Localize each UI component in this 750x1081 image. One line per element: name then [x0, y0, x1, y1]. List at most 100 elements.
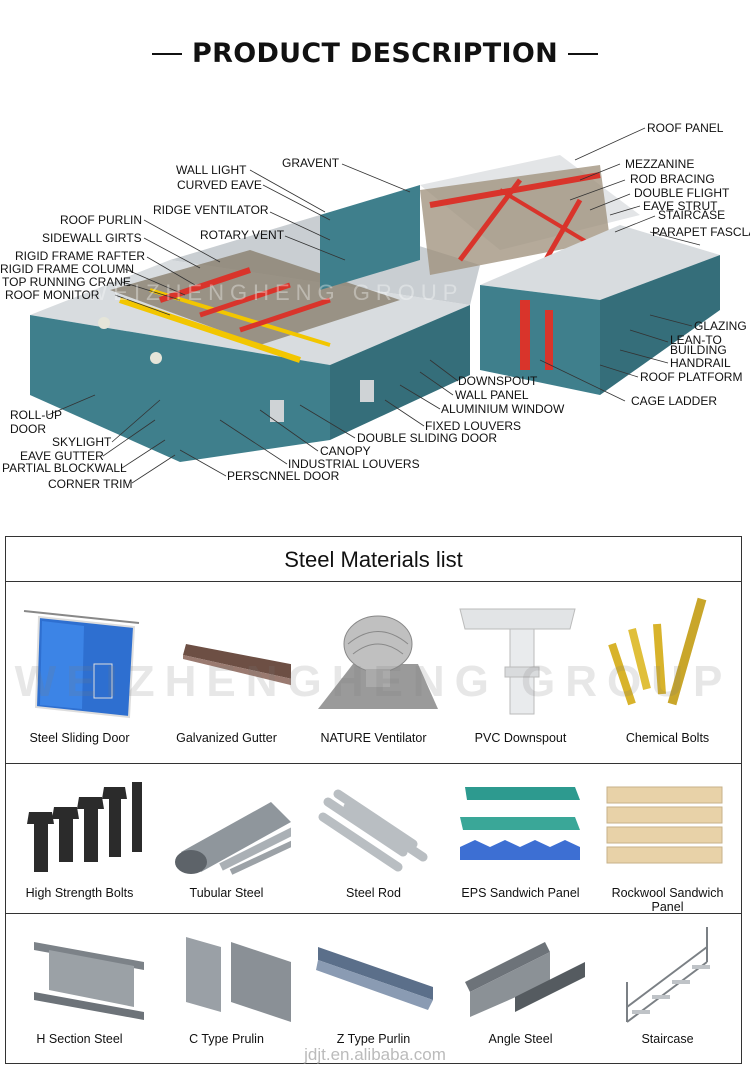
label-building: BUILDING — [670, 343, 727, 357]
material-cell: Steel Rod — [300, 764, 447, 913]
label-roof-platform: ROOF PLATFORM — [640, 370, 742, 384]
label-roll-up: ROLL-UP — [10, 408, 62, 422]
material-cell: Chemical Bolts — [594, 581, 741, 763]
label-double-sliding-door: DOUBLE SLIDING DOOR — [357, 431, 497, 445]
label-aluminium-window: ALUMINIUM WINDOW — [441, 402, 565, 416]
building-diagram: ROOF PANEL GRAVENT WALL LIGHT CURVED EAV… — [0, 121, 750, 491]
downspout-icon — [459, 608, 576, 715]
materials-row-2: High Strength Bolts Tubular Steel Steel … — [6, 764, 741, 914]
material-cell: EPS Sandwich Panel — [447, 764, 594, 913]
material-cell: Steel Sliding Door — [6, 581, 153, 763]
heading-dash-right — [567, 52, 598, 55]
label-downspout: DOWNSPOUT — [458, 374, 538, 388]
label-roof-monitor: ROOF MONITOR — [5, 288, 100, 302]
material-cell: NATURE Ventilator — [300, 581, 447, 763]
label-skylight: SKYLIGHT — [52, 435, 112, 449]
label-wall-panel: WALL PANEL — [455, 388, 529, 402]
rockwool-panel-icon — [606, 786, 723, 864]
label-mezzanine: MEZZANINE — [625, 157, 694, 171]
material-label: Z Type Purlin — [336, 1032, 411, 1046]
label-corner-trim: CORNER TRIM — [48, 477, 132, 491]
upper-building-illustration — [320, 155, 640, 290]
label-roof-panel: ROOF PANEL — [647, 121, 724, 135]
label-fixed-louvers: FIXED LOUVERS — [425, 419, 521, 433]
material-label: PVC Downspout — [474, 731, 567, 745]
heading-dash-left — [152, 52, 183, 55]
label-lean-to: LEAN-TO — [670, 333, 722, 347]
diagram-watermark: WEIZHENGHENG GROUP — [87, 280, 464, 305]
material-label: EPS Sandwich Panel — [461, 886, 580, 900]
label-handrail: HANDRAIL — [670, 356, 731, 370]
label-door: DOOR — [10, 422, 46, 436]
label-rigid-frame-column: RIGID FRAME COLUMN — [0, 262, 134, 276]
heading-text: PRODUCT DESCRIPTION — [192, 38, 558, 69]
label-rigid-frame-rafter: RIGID FRAME RAFTER — [15, 249, 145, 263]
material-cell: PVC Downspout — [447, 581, 594, 763]
rod-icon — [318, 789, 428, 872]
label-glazing: GLAZING — [694, 319, 747, 333]
label-canopy: CANOPY — [320, 444, 371, 458]
material-cell: Z Type Purlin — [300, 914, 447, 1063]
ventilator-icon — [318, 615, 438, 709]
z-purlin-icon — [316, 947, 433, 1010]
main-building-illustration — [30, 215, 480, 462]
label-top-running-crane: TOP RUNNING CRANE — [2, 275, 131, 289]
material-label: Rockwool Sandwich Panel — [611, 886, 724, 914]
material-cell: Tubular Steel — [153, 764, 300, 913]
label-personnel-door: PERSCNNEL DOOR — [227, 469, 340, 483]
eps-panel-icon — [460, 787, 580, 860]
tube-icon — [175, 802, 291, 875]
materials-row-1: Steel Sliding Door Galvanized Gutter NAT… — [6, 581, 741, 764]
label-eave-strut: EAVE STRUT — [643, 199, 718, 213]
angle-steel-icon — [465, 942, 585, 1017]
material-cell: Angle Steel — [447, 914, 594, 1063]
h-beam-icon — [34, 942, 144, 1020]
label-curved-eave: CURVED EAVE — [177, 178, 262, 192]
material-label: Steel Sliding Door — [29, 731, 130, 745]
gutter-icon — [183, 644, 291, 686]
label-ridge-ventilator: RIDGE VENTILATOR — [153, 203, 269, 217]
material-cell: C Type Prulin — [153, 914, 300, 1063]
label-gravent: GRAVENT — [282, 156, 340, 170]
label-sidewall-girts: SIDEWALL GIRTS — [42, 231, 142, 245]
bolts-icon — [27, 782, 142, 872]
material-label: H Section Steel — [36, 1032, 123, 1046]
c-purlin-icon — [186, 937, 291, 1022]
label-rod-bracing: ROD BRACING — [630, 172, 715, 186]
material-cell: Galvanized Gutter — [153, 581, 300, 763]
materials-title: Steel Materials list — [6, 537, 741, 582]
label-parapet-fascia: PARAPET FASCLA — [652, 225, 750, 239]
material-label: Chemical Bolts — [625, 731, 710, 745]
sliding-door-icon — [23, 610, 140, 719]
staircase-icon — [626, 927, 710, 1023]
label-industrial-louvers: INDUSTRIAL LOUVERS — [288, 457, 420, 471]
lean-to-building-illustration — [480, 225, 720, 395]
material-cell: Staircase — [594, 914, 741, 1063]
material-label: Tubular Steel — [189, 886, 264, 900]
footer-url: jdjt.en.alibaba.com — [304, 1045, 446, 1064]
chemical-bolts-icon — [608, 597, 707, 706]
label-staircase: STAIRCASE — [658, 208, 725, 222]
material-cell: Rockwool Sandwich Panel — [594, 764, 741, 914]
section-heading: PRODUCT DESCRIPTION — [0, 38, 750, 69]
label-cage-ladder: CAGE LADDER — [631, 394, 717, 408]
label-partial-blockwall: PARTIAL BLOCKWALL — [2, 461, 127, 475]
leader-lines — [47, 127, 701, 484]
material-label: Staircase — [641, 1032, 694, 1046]
material-cell: High Strength Bolts — [6, 764, 153, 913]
label-double-flight: DOUBLE FLIGHT — [634, 186, 730, 200]
material-label: C Type Prulin — [189, 1032, 264, 1046]
label-wall-light: WALL LIGHT — [176, 163, 247, 177]
label-eave-gutter: EAVE GUTTER — [20, 449, 104, 463]
material-label: Galvanized Gutter — [176, 731, 277, 745]
steel-materials-table: Steel Materials list Steel Sliding Door … — [5, 536, 742, 1064]
label-rotary-vent: ROTARY VENT — [200, 228, 285, 242]
material-label: Angle Steel — [488, 1032, 553, 1046]
table-watermark: WEIZHENGHENG GROUP — [14, 657, 733, 706]
material-cell: H Section Steel — [6, 914, 153, 1063]
materials-row-3: H Section Steel C Type Prulin Z Type Pur… — [6, 914, 741, 1064]
material-label: NATURE Ventilator — [320, 731, 427, 745]
material-label: High Strength Bolts — [25, 886, 134, 900]
material-label: Steel Rod — [346, 886, 401, 900]
label-roof-purlin: ROOF PURLIN — [60, 213, 142, 227]
